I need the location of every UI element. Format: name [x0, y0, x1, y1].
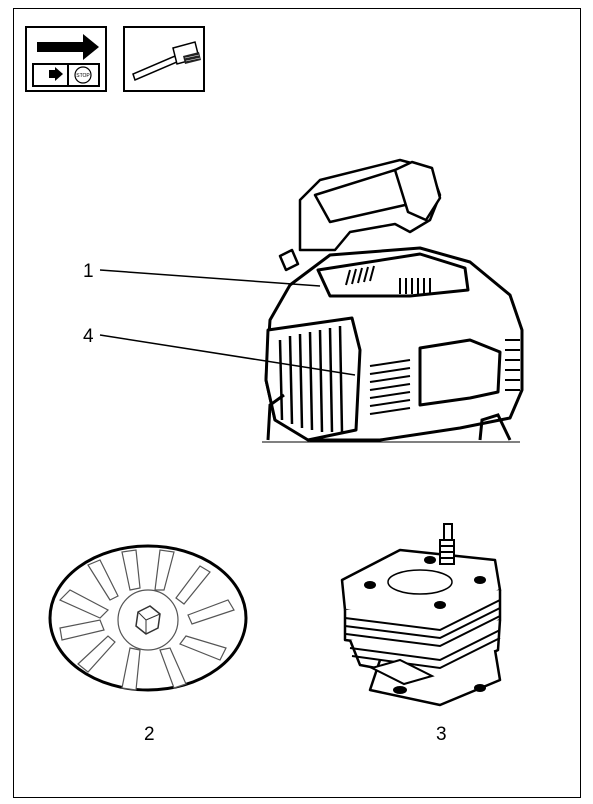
callout-label-4: 4 — [83, 327, 94, 346]
callout-label-2: 2 — [144, 725, 155, 744]
callout-label-1: 1 — [83, 262, 94, 281]
callout-label-3: 3 — [436, 725, 447, 744]
